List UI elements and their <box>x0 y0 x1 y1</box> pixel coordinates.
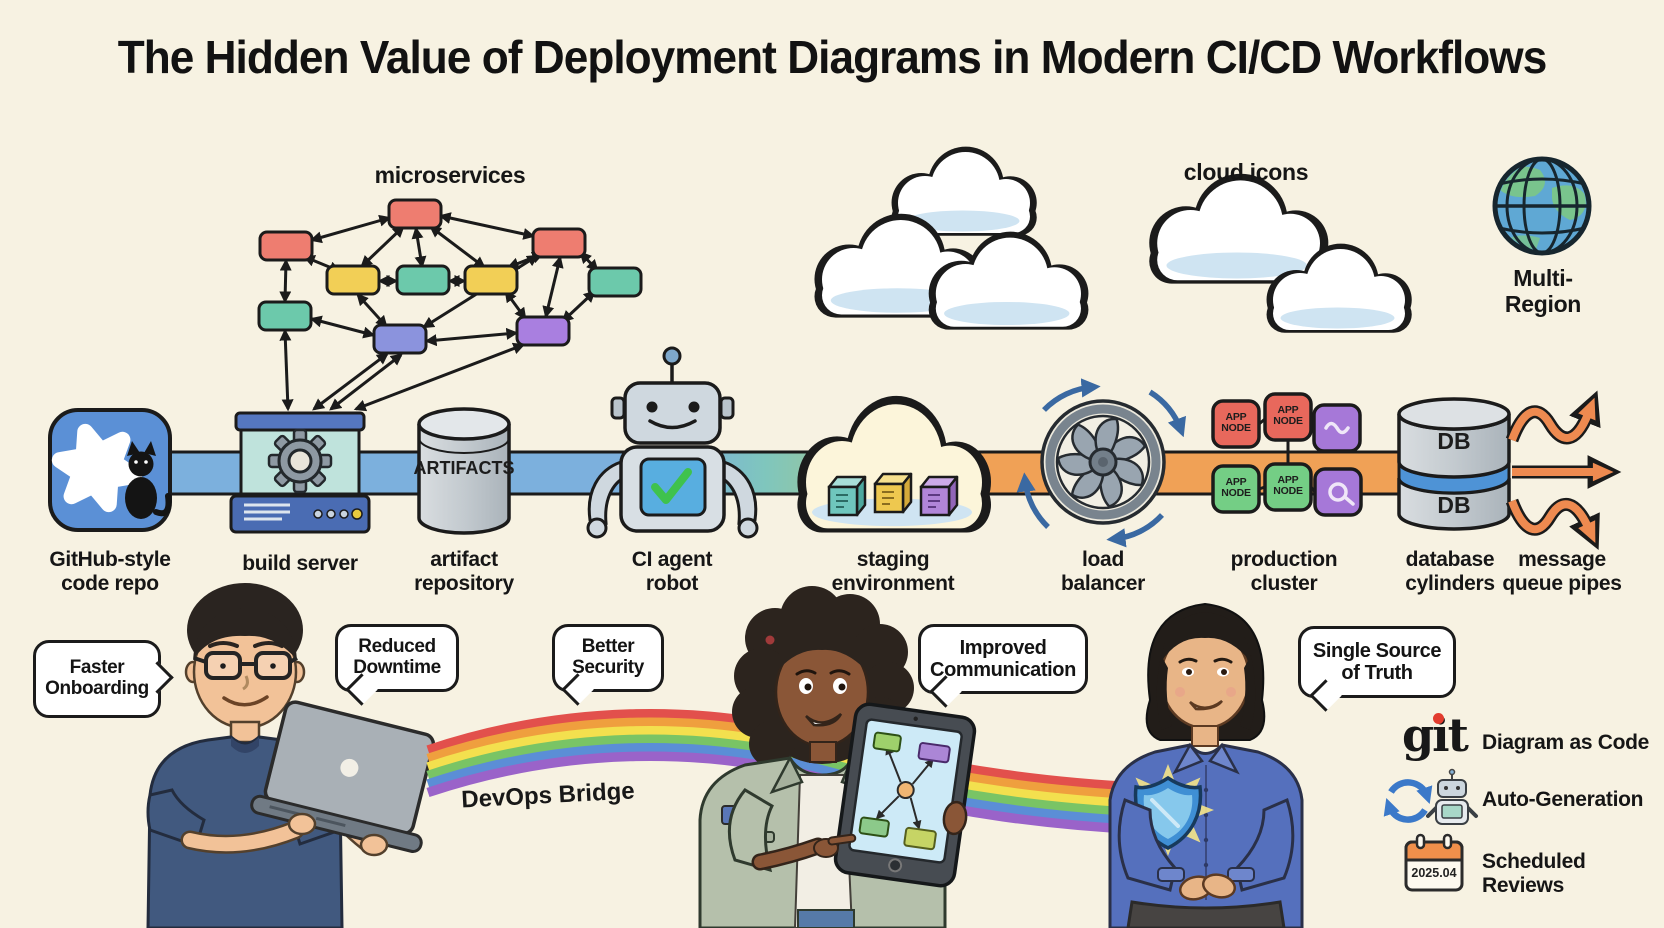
speech-bubble-improved-communication: Improved Communication <box>918 624 1088 694</box>
microservices-label: microservices <box>374 162 526 188</box>
calendar-date: 2025.04 <box>1411 866 1457 880</box>
git-logo: git <box>1402 712 1469 758</box>
speech-bubble-better-security: Better Security <box>552 624 664 692</box>
cat-icon <box>125 441 172 519</box>
app-node-text: APP NODE <box>1273 474 1303 498</box>
legend-auto-generation: Auto-Generation <box>1482 788 1644 811</box>
page-title: The Hidden Value of Deployment Diagrams … <box>117 31 1548 83</box>
message-queue-pipes-icon <box>1505 390 1622 551</box>
artifact-repository-icon <box>417 407 511 535</box>
db-text: DB <box>1437 492 1471 518</box>
tablet-diagram <box>875 745 934 830</box>
database-cylinders-icon <box>1397 397 1511 531</box>
multi-region-globe-icon <box>1492 156 1592 256</box>
manager-with-shield <box>1108 602 1304 928</box>
label-staging-environment: staging environment <box>831 548 955 595</box>
auto-generation-robot-icon <box>1426 768 1478 825</box>
ci-robot-icon <box>586 346 759 539</box>
cloud-icons <box>814 146 1412 333</box>
cube-icon <box>827 475 867 517</box>
sync-icon <box>1383 779 1433 823</box>
label-production-cluster: production cluster <box>1230 548 1338 595</box>
app-node-text: APP NODE <box>1221 411 1251 435</box>
app-node-text: APP NODE <box>1221 476 1251 500</box>
tablet-icon <box>833 702 977 888</box>
speech-bubble-single-source-of-truth: Single Source of Truth <box>1298 626 1456 698</box>
speech-bubble-reduced-downtime: Reduced Downtime <box>335 624 459 692</box>
label-artifact-repository: artifact repository <box>414 548 514 595</box>
multi-region-label: Multi-Region <box>1504 265 1582 317</box>
cube-icon <box>919 475 959 517</box>
developer-with-laptop <box>146 583 436 928</box>
legend-scheduled-reviews: Scheduled Reviews <box>1482 850 1586 897</box>
label-build-server: build server <box>242 552 358 575</box>
label-load-balancer: load balancer <box>1061 548 1145 595</box>
label-database-cylinders: database cylinders <box>1405 548 1495 595</box>
speech-bubble-faster-onboarding: Faster Onboarding <box>33 640 161 718</box>
artifacts-text: ARTIFACTS <box>413 458 515 478</box>
label-ci-agent-robot: CI agent robot <box>631 548 713 595</box>
microservices-graph <box>257 198 643 412</box>
engineer-with-tablet <box>698 586 977 928</box>
staging-environment-icon <box>797 395 991 533</box>
legend-diagram-as-code: Diagram as Code <box>1482 731 1650 754</box>
production-cluster-icon <box>1211 392 1363 517</box>
app-node-text: APP NODE <box>1273 404 1303 428</box>
build-server-icon <box>229 411 371 534</box>
github-repo-icon <box>48 408 172 532</box>
gear-icon <box>267 428 333 494</box>
load-balancer-icon <box>1016 378 1186 548</box>
git-red-dot <box>1433 713 1444 724</box>
cloud-icons-label: cloud icons <box>1183 159 1309 185</box>
db-text: DB <box>1437 428 1471 454</box>
label-github-repo: GitHub-style code repo <box>49 548 171 595</box>
cube-icon <box>873 472 913 514</box>
label-message-queue-pipes: message queue pipes <box>1502 548 1622 595</box>
calendar-icon <box>1404 833 1464 892</box>
